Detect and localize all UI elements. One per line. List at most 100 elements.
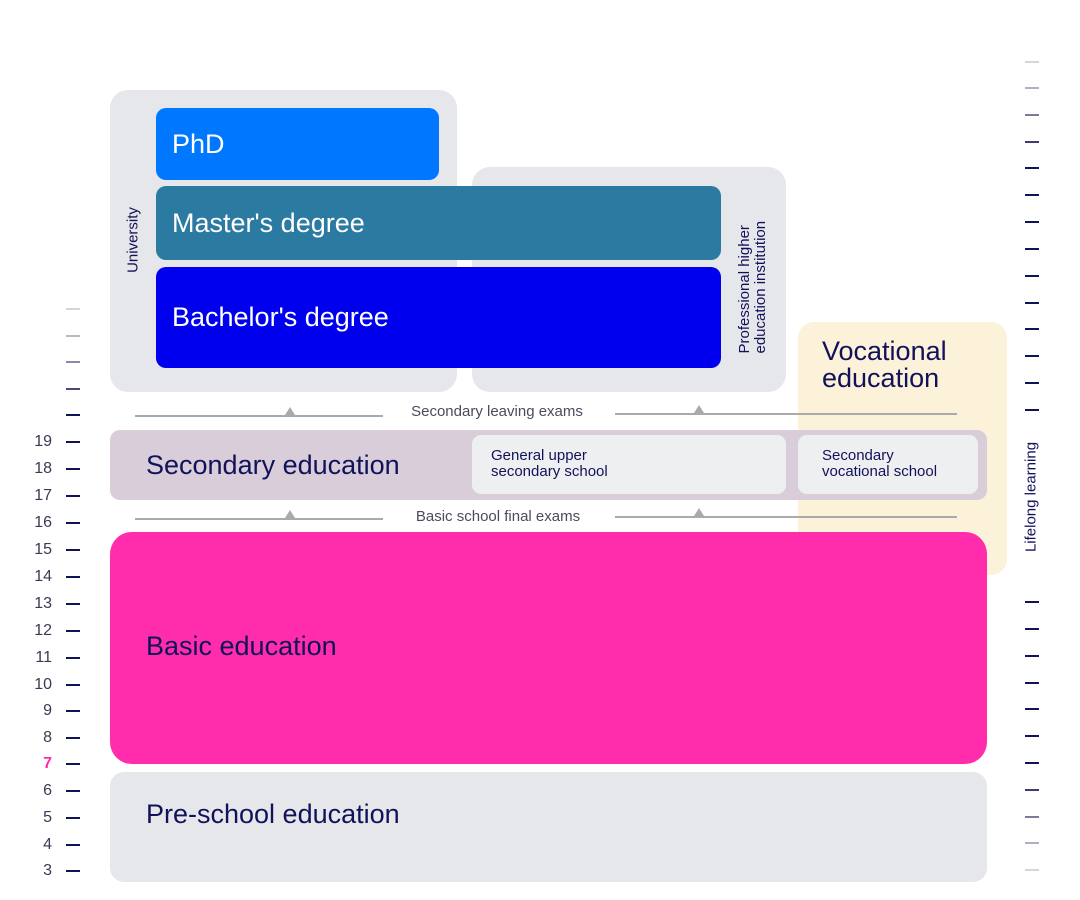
age-tick xyxy=(66,308,80,310)
age-row: 3 xyxy=(20,861,84,881)
vocational-education-label: Vocational education xyxy=(822,336,947,393)
age-label: 9 xyxy=(43,702,52,719)
lifelong-tick xyxy=(1025,355,1039,357)
masters-degree-block: Master's degree xyxy=(156,186,721,260)
age-label: 8 xyxy=(43,729,52,746)
secondary-leaving-exams-label: Secondary leaving exams xyxy=(411,403,583,420)
age-label: 3 xyxy=(43,862,52,879)
lifelong-tick xyxy=(1025,248,1039,250)
lifelong-tick xyxy=(1025,87,1039,89)
age-label: 4 xyxy=(43,836,52,853)
age-row-highlighted: 7 xyxy=(20,754,84,774)
pre-school-education-label: Pre-school education xyxy=(146,799,400,829)
phd-block: PhD xyxy=(156,108,439,180)
lifelong-tick xyxy=(1025,789,1039,791)
up-arrow-icon xyxy=(694,405,704,413)
age-label: 18 xyxy=(34,460,52,477)
lifelong-tick xyxy=(1025,167,1039,169)
lifelong-tick xyxy=(1025,708,1039,710)
connector-line xyxy=(135,415,383,417)
age-row: 5 xyxy=(20,808,84,828)
lifelong-tick xyxy=(1025,302,1039,304)
age-tick xyxy=(66,844,80,846)
lifelong-tick xyxy=(1025,628,1039,630)
age-row: 10 xyxy=(20,675,84,695)
pre-school-education-panel xyxy=(110,772,987,882)
age-tick xyxy=(66,684,80,686)
masters-degree-label: Master's degree xyxy=(172,207,365,238)
age-tick xyxy=(66,414,80,416)
lifelong-tick xyxy=(1025,842,1039,844)
age-row: 13 xyxy=(20,594,84,614)
lifelong-tick xyxy=(1025,141,1039,143)
age-tick xyxy=(66,763,80,765)
lifelong-tick xyxy=(1025,869,1039,871)
up-arrow-icon xyxy=(285,510,295,518)
basic-school-final-exams-label: Basic school final exams xyxy=(415,508,581,525)
lifelong-tick xyxy=(1025,601,1039,603)
lifelong-tick xyxy=(1025,409,1039,411)
age-label: 13 xyxy=(34,595,52,612)
age-row: 19 xyxy=(20,432,84,452)
university-label: University xyxy=(124,207,142,273)
connector-line xyxy=(615,516,957,518)
secondary-education-label: Secondary education xyxy=(146,450,400,480)
age-label-highlighted: 7 xyxy=(43,755,52,772)
age-tick xyxy=(66,817,80,819)
age-row: 12 xyxy=(20,621,84,641)
age-tick xyxy=(66,657,80,659)
basic-education-label: Basic education xyxy=(146,631,337,661)
age-tick xyxy=(66,630,80,632)
age-label: 12 xyxy=(34,622,52,639)
basic-education-panel xyxy=(110,532,987,764)
lifelong-tick xyxy=(1025,221,1039,223)
lifelong-tick xyxy=(1025,655,1039,657)
bachelors-degree-block: Bachelor's degree xyxy=(156,267,721,368)
age-tick xyxy=(66,335,80,337)
age-row: 11 xyxy=(20,648,84,668)
age-label: 16 xyxy=(34,514,52,531)
age-tick xyxy=(66,522,80,524)
lifelong-tick xyxy=(1025,382,1039,384)
age-label: 5 xyxy=(43,809,52,826)
lifelong-tick xyxy=(1025,762,1039,764)
age-tick xyxy=(66,710,80,712)
age-row: 4 xyxy=(20,835,84,855)
age-tick xyxy=(66,870,80,872)
professional-higher-education-label: Professional higher education institutio… xyxy=(736,220,769,354)
general-upper-secondary-school-label: General upper secondary school xyxy=(491,447,608,480)
age-row: 6 xyxy=(20,781,84,801)
age-row: 18 xyxy=(20,459,84,479)
connector-line xyxy=(135,518,383,520)
connector-line xyxy=(615,413,957,415)
age-label: 19 xyxy=(34,433,52,450)
age-row: 14 xyxy=(20,567,84,587)
age-tick xyxy=(66,576,80,578)
lifelong-tick xyxy=(1025,735,1039,737)
age-row: 15 xyxy=(20,540,84,560)
age-tick xyxy=(66,549,80,551)
lifelong-tick xyxy=(1025,194,1039,196)
age-label: 15 xyxy=(34,541,52,558)
age-tick xyxy=(66,603,80,605)
lifelong-learning-label: Lifelong learning xyxy=(1022,441,1040,553)
lifelong-tick xyxy=(1025,114,1039,116)
age-tick xyxy=(66,388,80,390)
age-tick xyxy=(66,495,80,497)
age-row: 17 xyxy=(20,486,84,506)
age-tick xyxy=(66,468,80,470)
lifelong-tick xyxy=(1025,682,1039,684)
secondary-vocational-school-label: Secondary vocational school xyxy=(822,447,938,480)
age-row: 16 xyxy=(20,513,84,533)
age-tick xyxy=(66,790,80,792)
general-upper-secondary-school-box: General upper secondary school xyxy=(472,435,786,494)
age-label: 11 xyxy=(35,649,52,666)
bachelors-degree-label: Bachelor's degree xyxy=(172,302,389,332)
lifelong-tick xyxy=(1025,816,1039,818)
age-label: 14 xyxy=(34,568,52,585)
lifelong-tick xyxy=(1025,61,1039,63)
age-tick xyxy=(66,737,80,739)
age-row: 9 xyxy=(20,701,84,721)
age-label: 10 xyxy=(34,676,52,693)
secondary-vocational-school-box: Secondary vocational school xyxy=(798,435,978,494)
